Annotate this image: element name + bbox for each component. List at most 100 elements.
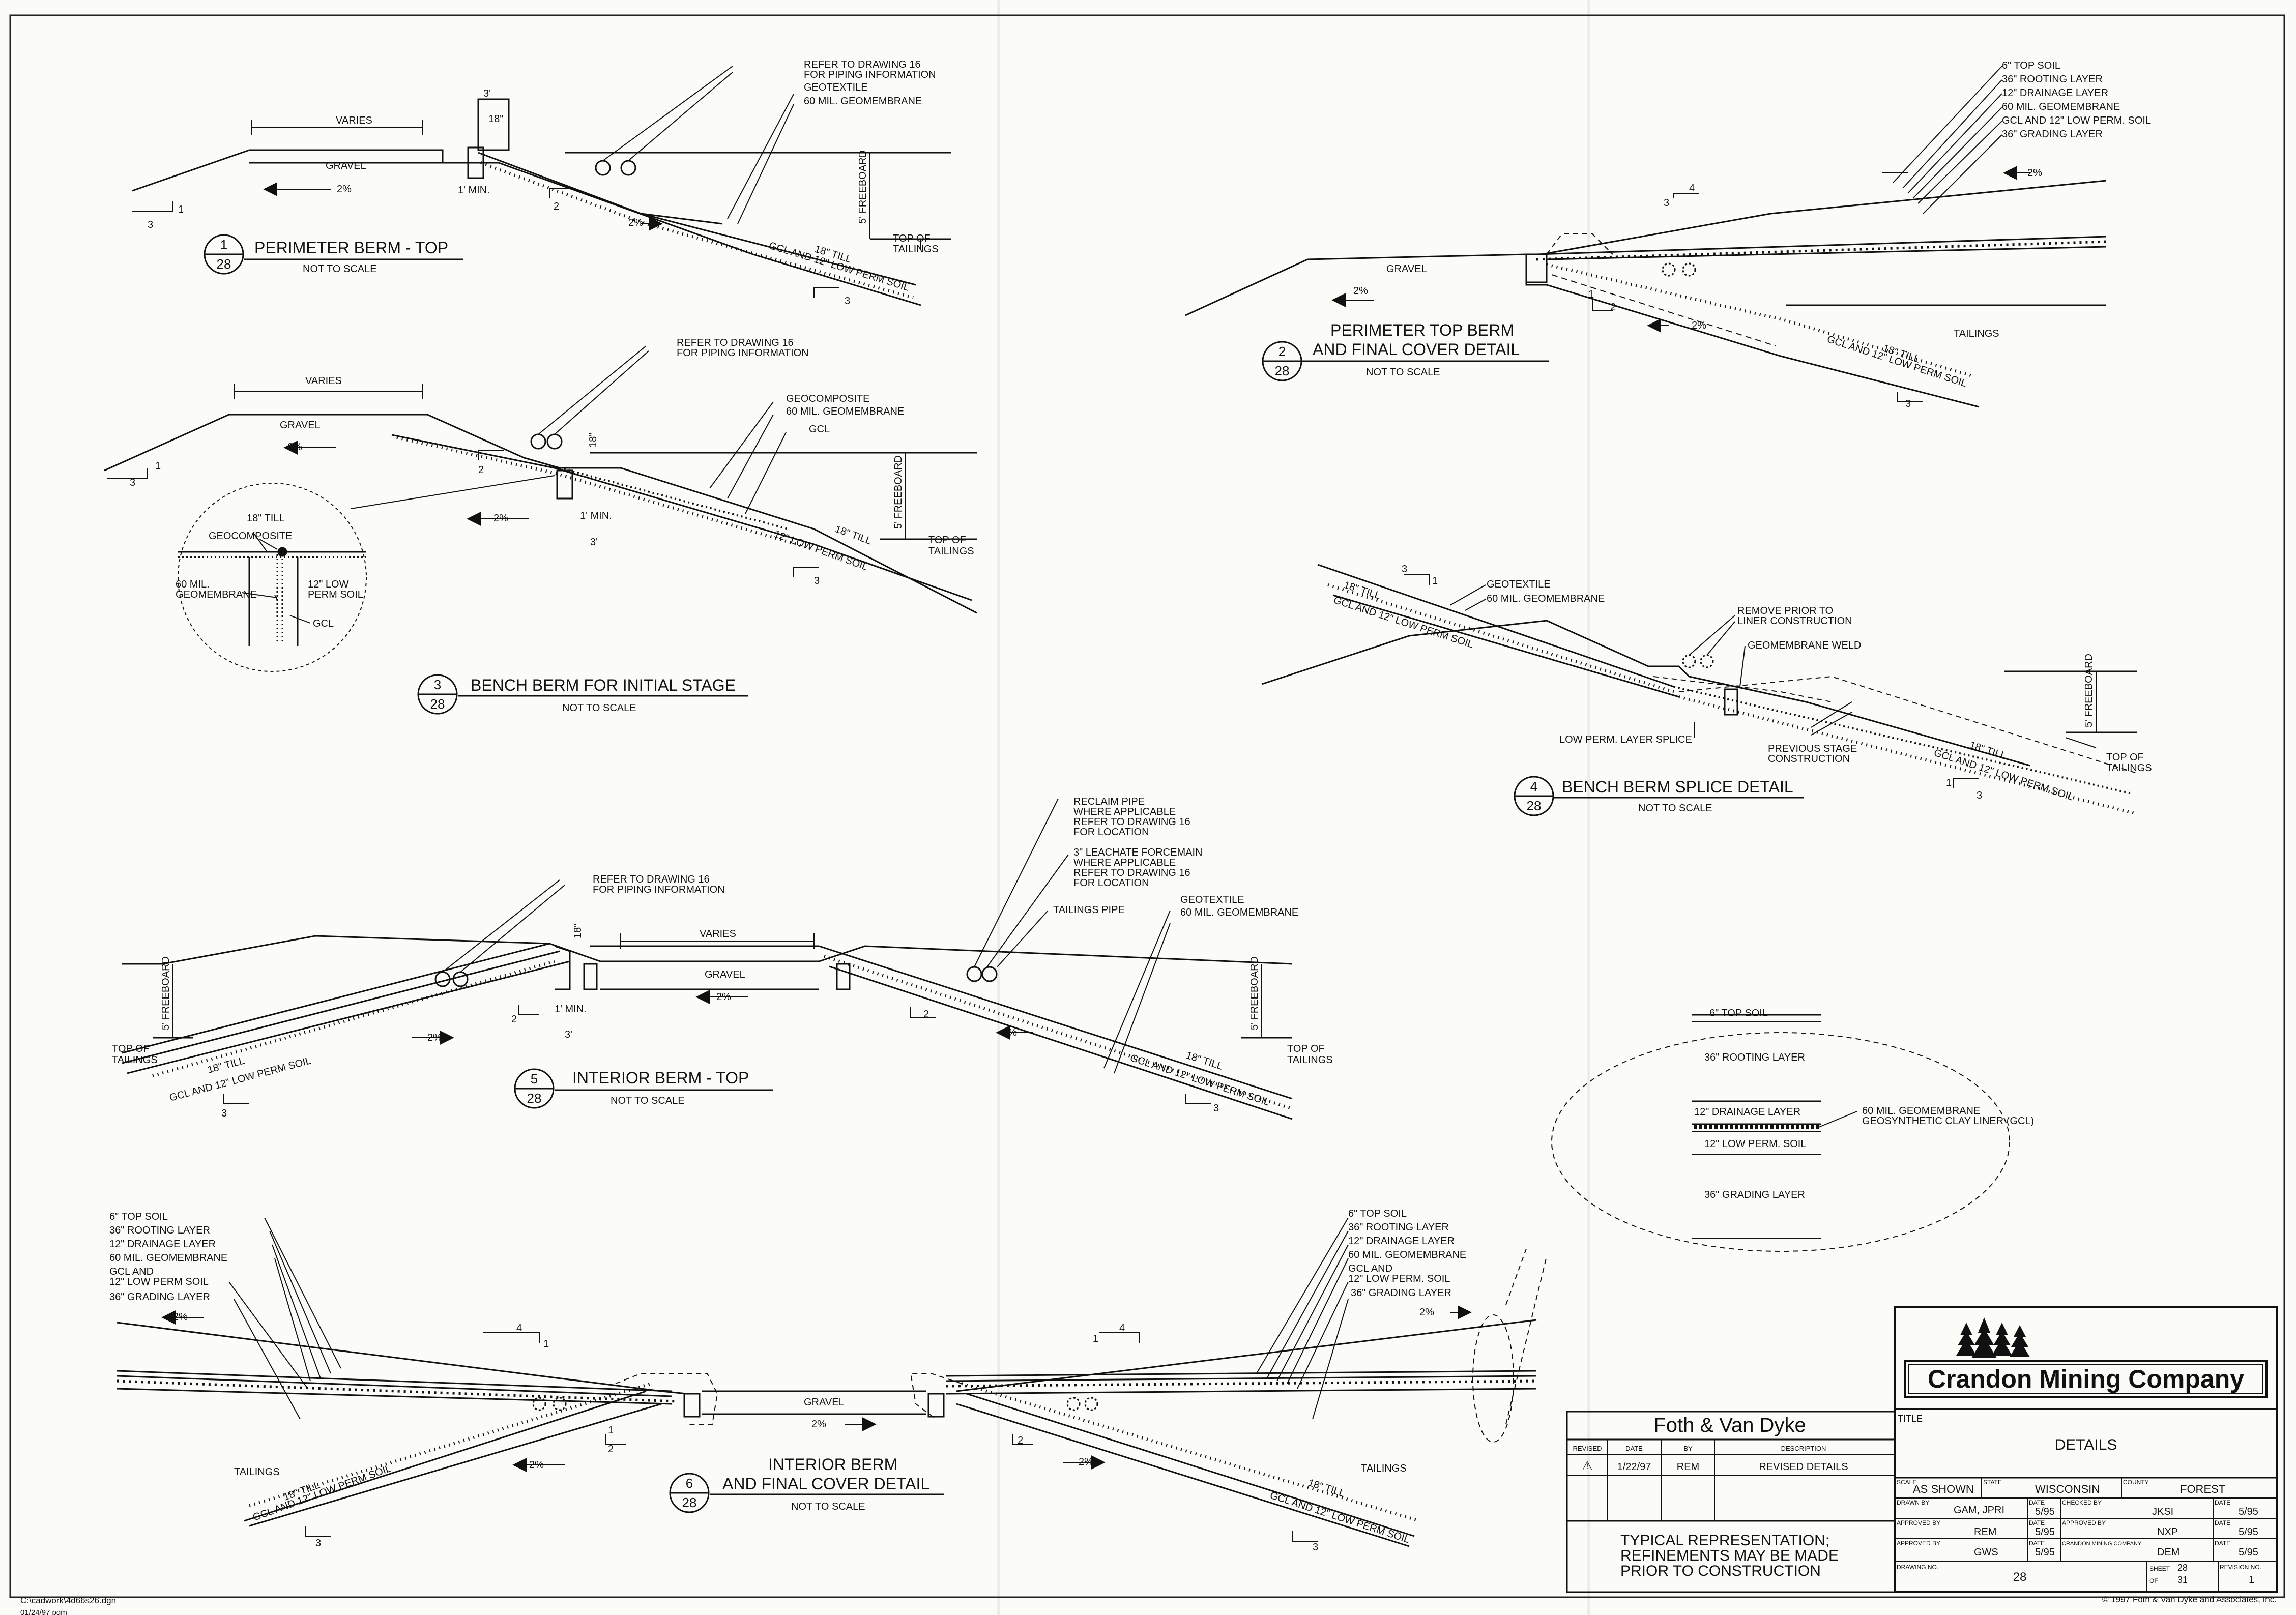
svg-text:FOR LOCATION: FOR LOCATION <box>1073 827 1149 838</box>
svg-text:1' MIN.: 1' MIN. <box>580 510 612 521</box>
svg-text:12" DRAINAGE LAYER: 12" DRAINAGE LAYER <box>1348 1236 1455 1247</box>
svg-text:TYPICAL REPRESENTATION;: TYPICAL REPRESENTATION; <box>1620 1532 1829 1549</box>
svg-text:2%: 2% <box>1353 285 1368 297</box>
svg-text:DRAWN BY: DRAWN BY <box>1897 1499 1929 1506</box>
svg-text:60 MIL. GEOMEMBRANE: 60 MIL. GEOMEMBRANE <box>804 96 922 107</box>
svg-text:18" TILL: 18" TILL <box>1968 740 2008 762</box>
svg-text:1: 1 <box>1432 575 1438 586</box>
svg-text:NOT TO SCALE: NOT TO SCALE <box>303 263 377 275</box>
svg-text:4: 4 <box>1689 183 1695 194</box>
svg-text:VARIES: VARIES <box>305 375 342 387</box>
detail-2-title: 2 28 PERIMETER TOP BERM AND FINAL COVER … <box>1262 321 1549 381</box>
svg-text:1/22/97: 1/22/97 <box>1617 1461 1651 1473</box>
svg-text:DATE: DATE <box>2215 1540 2230 1547</box>
svg-text:CHECKED BY: CHECKED BY <box>2062 1499 2102 1506</box>
svg-text:TOP OF: TOP OF <box>928 535 966 546</box>
svg-text:REFER TO DRAWING 16: REFER TO DRAWING 16 <box>593 874 710 885</box>
svg-text:AS SHOWN: AS SHOWN <box>1913 1483 1974 1495</box>
svg-text:3: 3 <box>434 677 441 692</box>
detail-1-title: 1 28 PERIMETER BERM - TOP NOT TO SCALE <box>204 234 463 275</box>
svg-text:3: 3 <box>148 219 153 230</box>
svg-text:FOR LOCATION: FOR LOCATION <box>1073 877 1149 889</box>
svg-text:36" ROOTING LAYER: 36" ROOTING LAYER <box>109 1225 210 1236</box>
svg-text:GWS: GWS <box>1974 1547 1998 1558</box>
svg-text:NOT TO SCALE: NOT TO SCALE <box>611 1095 685 1106</box>
svg-text:LOW PERM. LAYER SPLICE: LOW PERM. LAYER SPLICE <box>1559 734 1692 745</box>
paper-fold <box>997 0 1000 1615</box>
svg-text:GRAVEL: GRAVEL <box>804 1397 845 1408</box>
svg-text:GCL: GCL <box>809 424 830 435</box>
svg-text:CONSTRUCTION: CONSTRUCTION <box>1768 753 1850 765</box>
svg-text:3: 3 <box>1905 398 1911 409</box>
svg-text:TAILINGS: TAILINGS <box>234 1466 280 1478</box>
svg-text:GCL AND 12" LOW PERM SOIL: GCL AND 12" LOW PERM SOIL <box>1825 334 1968 390</box>
svg-text:AND FINAL COVER DETAIL: AND FINAL COVER DETAIL <box>1313 340 1520 359</box>
detail-5-labels: VARIES GRAVEL 2% 2% 2% REFER TO DRAWING … <box>112 796 1333 1119</box>
svg-text:3" LEACHATE FORCEMAIN: 3" LEACHATE FORCEMAIN <box>1073 847 1202 858</box>
svg-text:PRIOR TO CONSTRUCTION: PRIOR TO CONSTRUCTION <box>1620 1563 1821 1579</box>
svg-text:18" TILL: 18" TILL <box>833 523 873 547</box>
svg-text:APPROVED BY: APPROVED BY <box>2062 1519 2106 1526</box>
svg-text:18" TILL: 18" TILL <box>207 1055 246 1076</box>
svg-text:28: 28 <box>1275 363 1290 378</box>
svg-text:WHERE APPLICABLE: WHERE APPLICABLE <box>1073 857 1176 868</box>
svg-text:3: 3 <box>1402 564 1407 575</box>
svg-text:2%: 2% <box>628 217 643 228</box>
svg-text:3: 3 <box>1664 197 1669 209</box>
svg-text:WISCONSIN: WISCONSIN <box>2035 1483 2100 1495</box>
svg-text:2%: 2% <box>1079 1456 1093 1467</box>
svg-text:NOT TO SCALE: NOT TO SCALE <box>1638 803 1712 814</box>
svg-text:TAILINGS PIPE: TAILINGS PIPE <box>1053 904 1125 916</box>
svg-text:2%: 2% <box>529 1459 544 1471</box>
svg-text:REFER TO DRAWING 16: REFER TO DRAWING 16 <box>1073 867 1190 878</box>
svg-text:2: 2 <box>923 1009 929 1020</box>
svg-text:GEOCOMPOSITE: GEOCOMPOSITE <box>209 531 292 542</box>
svg-text:NXP: NXP <box>2157 1526 2178 1538</box>
svg-text:FOR PIPING INFORMATION: FOR PIPING INFORMATION <box>804 69 936 80</box>
detail-3-title: 3 28 BENCH BERM FOR INITIAL STAGE NOT TO… <box>417 674 748 715</box>
svg-text:28: 28 <box>527 1091 542 1106</box>
svg-text:SHEET: SHEET <box>2149 1565 2170 1572</box>
svg-text:3: 3 <box>1977 790 1982 801</box>
svg-text:NOT TO SCALE: NOT TO SCALE <box>791 1501 865 1512</box>
svg-text:60 MIL. GEOMEMBRANE: 60 MIL. GEOMEMBRANE <box>2002 101 2120 112</box>
detail-1-title-text: PERIMETER BERM - TOP <box>254 239 448 257</box>
svg-text:JKSI: JKSI <box>2152 1506 2173 1517</box>
svg-text:TAILINGS: TAILINGS <box>928 546 974 557</box>
detail-5-interior-berm <box>122 798 1293 1120</box>
svg-text:3: 3 <box>221 1108 227 1119</box>
svg-text:1: 1 <box>1588 289 1594 300</box>
svg-text:GEOMEMBRANE WELD: GEOMEMBRANE WELD <box>1748 640 1861 651</box>
svg-text:12" DRAINAGE LAYER: 12" DRAINAGE LAYER <box>2002 87 2108 99</box>
svg-text:AND FINAL COVER DETAIL: AND FINAL COVER DETAIL <box>722 1475 929 1493</box>
svg-text:1: 1 <box>178 204 184 215</box>
svg-text:18" TILL: 18" TILL <box>1184 1050 1224 1072</box>
svg-text:28: 28 <box>2013 1570 2027 1584</box>
detail-1-labels: VARIES GRAVEL 2% 2% 3' 18" 1' MIN. 5' FR… <box>148 59 939 307</box>
svg-text:1: 1 <box>2249 1574 2254 1585</box>
svg-text:2%: 2% <box>1419 1307 1434 1318</box>
svg-text:APPROVED BY: APPROVED BY <box>1897 1519 1940 1526</box>
svg-text:3': 3' <box>483 88 491 99</box>
svg-text:5' FREEBOARD: 5' FREEBOARD <box>893 455 904 529</box>
svg-text:5/95: 5/95 <box>2239 1547 2258 1558</box>
svg-text:GRAVEL: GRAVEL <box>1386 263 1427 275</box>
svg-text:⚠: ⚠ <box>1582 1459 1593 1473</box>
svg-text:REFER TO DRAWING 16: REFER TO DRAWING 16 <box>1073 816 1190 828</box>
svg-text:2%: 2% <box>1692 320 1706 331</box>
svg-text:TOP OF: TOP OF <box>112 1043 150 1054</box>
svg-text:© 1997 Foth & Van Dyke and Ass: © 1997 Foth & Van Dyke and Associates, I… <box>2102 1595 2277 1604</box>
svg-text:28: 28 <box>682 1495 697 1510</box>
svg-text:DATE: DATE <box>2215 1499 2230 1506</box>
svg-text:REVISION NO.: REVISION NO. <box>2220 1564 2261 1571</box>
svg-text:2%: 2% <box>811 1419 826 1430</box>
svg-text:1: 1 <box>220 237 227 252</box>
svg-text:18": 18" <box>588 433 599 448</box>
svg-text:2: 2 <box>478 464 484 476</box>
svg-text:DATE: DATE <box>2215 1519 2230 1526</box>
svg-text:4: 4 <box>1530 779 1537 794</box>
svg-text:3: 3 <box>814 575 820 586</box>
svg-text:PREVIOUS STAGE: PREVIOUS STAGE <box>1768 743 1857 754</box>
svg-text:36" ROOTING LAYER: 36" ROOTING LAYER <box>1704 1052 1805 1063</box>
svg-text:2%: 2% <box>1002 1027 1017 1038</box>
